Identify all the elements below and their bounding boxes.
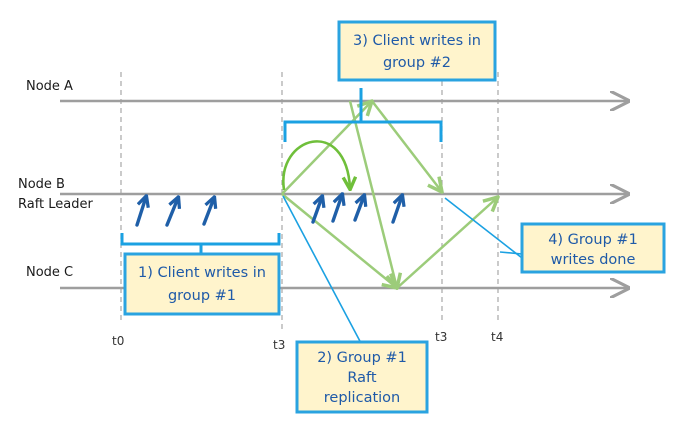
- callout-client-writes-group1-line2: group #1: [168, 288, 236, 304]
- callout-client-writes-group2-line2: group #2: [383, 55, 451, 71]
- client-write-arrows: [135, 195, 402, 227]
- client-write-arrow: [331, 195, 342, 223]
- callout-raft-replication-line2: Raft: [347, 370, 376, 386]
- time-label-t3-left: t3: [273, 338, 285, 352]
- callout-raft-replication-line3: replication: [324, 390, 400, 406]
- callout-group1-writes-done-line2: writes done: [551, 252, 636, 268]
- callout-raft-replication: 2) Group #1 Raft replication: [295, 340, 429, 414]
- client-write-arrow: [202, 198, 214, 226]
- client-write-arrow: [353, 196, 364, 222]
- group2-writes-bracket: [283, 88, 443, 142]
- callout-client-writes-group2: 3) Client writes in group #2: [337, 20, 497, 82]
- group1-writes-bracket: [120, 233, 281, 254]
- node-b-label: Node B: [18, 177, 65, 192]
- client-write-arrow: [311, 197, 322, 224]
- time-label-t4: t4: [491, 330, 503, 344]
- time-label-t3-right: t3: [435, 330, 447, 344]
- callout-client-writes-group1: 1) Client writes in group #1: [123, 252, 281, 316]
- replication-arrow-a-to-c: [348, 100, 397, 288]
- client-write-arrow: [391, 196, 402, 224]
- callout-client-writes-group2-line1: 3) Client writes in: [353, 33, 481, 49]
- client-write-arrow: [165, 198, 178, 227]
- replication-arrow-b-to-a: [281, 101, 372, 195]
- raft-replication-pointer: [282, 195, 363, 346]
- leader-self-loop-arrow: [282, 140, 350, 190]
- client-write-arrow: [135, 197, 146, 227]
- replication-arrow-a-to-b: [371, 100, 442, 192]
- callout-group1-writes-done: 4) Group #1 writes done: [520, 222, 666, 274]
- callout-group1-writes-done-line1: 4) Group #1: [548, 232, 638, 248]
- node-c-label: Node C: [26, 265, 73, 280]
- callout-raft-replication-line1: 2) Group #1: [317, 350, 407, 366]
- callout-client-writes-group1-line1: 1) Client writes in: [138, 265, 266, 281]
- time-label-t0: t0: [112, 334, 124, 348]
- replication-arrow-c-to-b: [396, 197, 498, 289]
- replication-arrow-b-to-c: [281, 193, 397, 288]
- node-a-label: Node A: [26, 79, 73, 94]
- group1-done-pointer-1: [444, 197, 523, 259]
- group1-done-pointer-2: [499, 251, 523, 255]
- node-b-role-label: Raft Leader: [18, 197, 94, 212]
